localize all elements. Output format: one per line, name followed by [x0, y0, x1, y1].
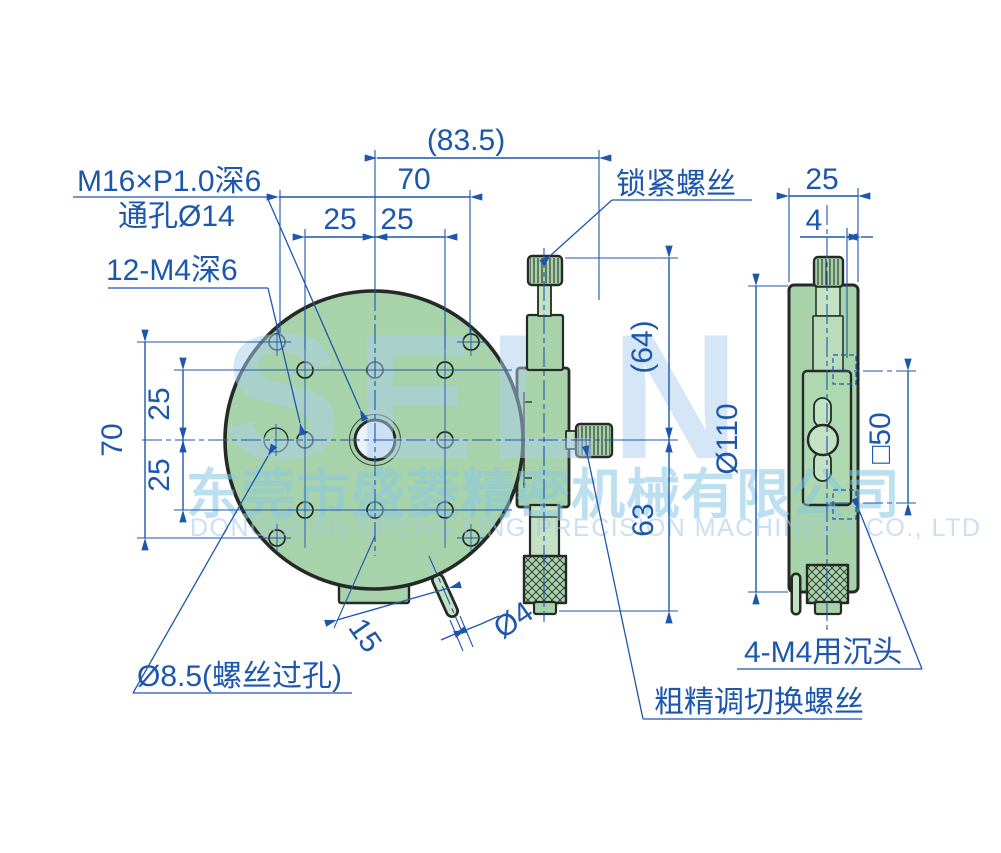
callout-center-thread: M16×P1.0深6 [77, 165, 261, 198]
dim-side-thickness: 25 [805, 163, 838, 196]
dim-line-handle-offset [324, 581, 462, 627]
annotation-text: M16×P1.0深6 通孔Ø14 12-M4深6 Ø8.5(螺丝过孔) 锁紧螺丝… [77, 124, 902, 719]
side-center-hole [806, 423, 840, 457]
lock-screw-knob[interactable] [526, 254, 564, 287]
side-slot-upper [813, 397, 832, 428]
dim-handle-offset: 15 [342, 612, 388, 658]
callout-center-through-hole: 通孔Ø14 [118, 200, 235, 233]
extension-lines [137, 150, 859, 652]
dim-ref-total-width: (83.5) [427, 124, 505, 157]
dim-mount-span-v: 70 [96, 423, 129, 456]
side-inner-column [812, 315, 844, 374]
dim-ref-drive-upper: (64) [626, 320, 659, 373]
watermark-logo: SELN [223, 297, 754, 496]
callout-counterbore: 4-M4用沉头 [744, 636, 902, 669]
hidden-counterbore-holes [832, 354, 857, 520]
dim-pitch-h1: 25 [323, 203, 356, 236]
dim-pitch-v1: 25 [143, 387, 176, 420]
callout-screw-pass-hole: Ø8.5(螺丝过孔) [137, 660, 342, 693]
micrometer-thimble[interactable] [522, 554, 568, 605]
dim-side-hole-offset: 4 [806, 204, 823, 237]
side-micrometer-cap [813, 600, 843, 616]
callout-top-holes: 12-M4深6 [106, 254, 238, 287]
leader-screw-pass [132, 443, 278, 694]
dim-plate-dia: Ø110 [711, 403, 744, 474]
leader-counterbore [851, 497, 923, 670]
dim-line-handle-dia-leader [480, 615, 500, 625]
leader-lines [73, 196, 923, 720]
side-lock-knob[interactable] [812, 255, 845, 289]
leader-top-holes [267, 287, 307, 436]
callout-coarse-fine-switch: 粗精调切换螺丝 [654, 686, 864, 719]
dim-pitch-v2: 25 [143, 458, 176, 491]
callout-lock-screw: 锁紧螺丝 [616, 168, 736, 201]
micrometer-cap [532, 600, 558, 616]
side-view [787, 255, 860, 616]
dim-pitch-h2: 25 [380, 203, 413, 236]
leader-center-thread [266, 196, 369, 422]
dim-drive-lower: 63 [627, 503, 660, 536]
dim-line-handle-dia-b [453, 623, 482, 639]
dim-line-handle-dia-a [440, 625, 468, 641]
centerlines [142, 205, 916, 635]
leader-switch-screw [581, 445, 644, 720]
dimension-lines [141, 154, 912, 641]
dim-mount-span-h: 70 [397, 163, 430, 196]
dim-hole-square: □50 [864, 412, 897, 464]
side-inner-shaft [815, 286, 841, 317]
leader-lock-screw [539, 199, 613, 267]
